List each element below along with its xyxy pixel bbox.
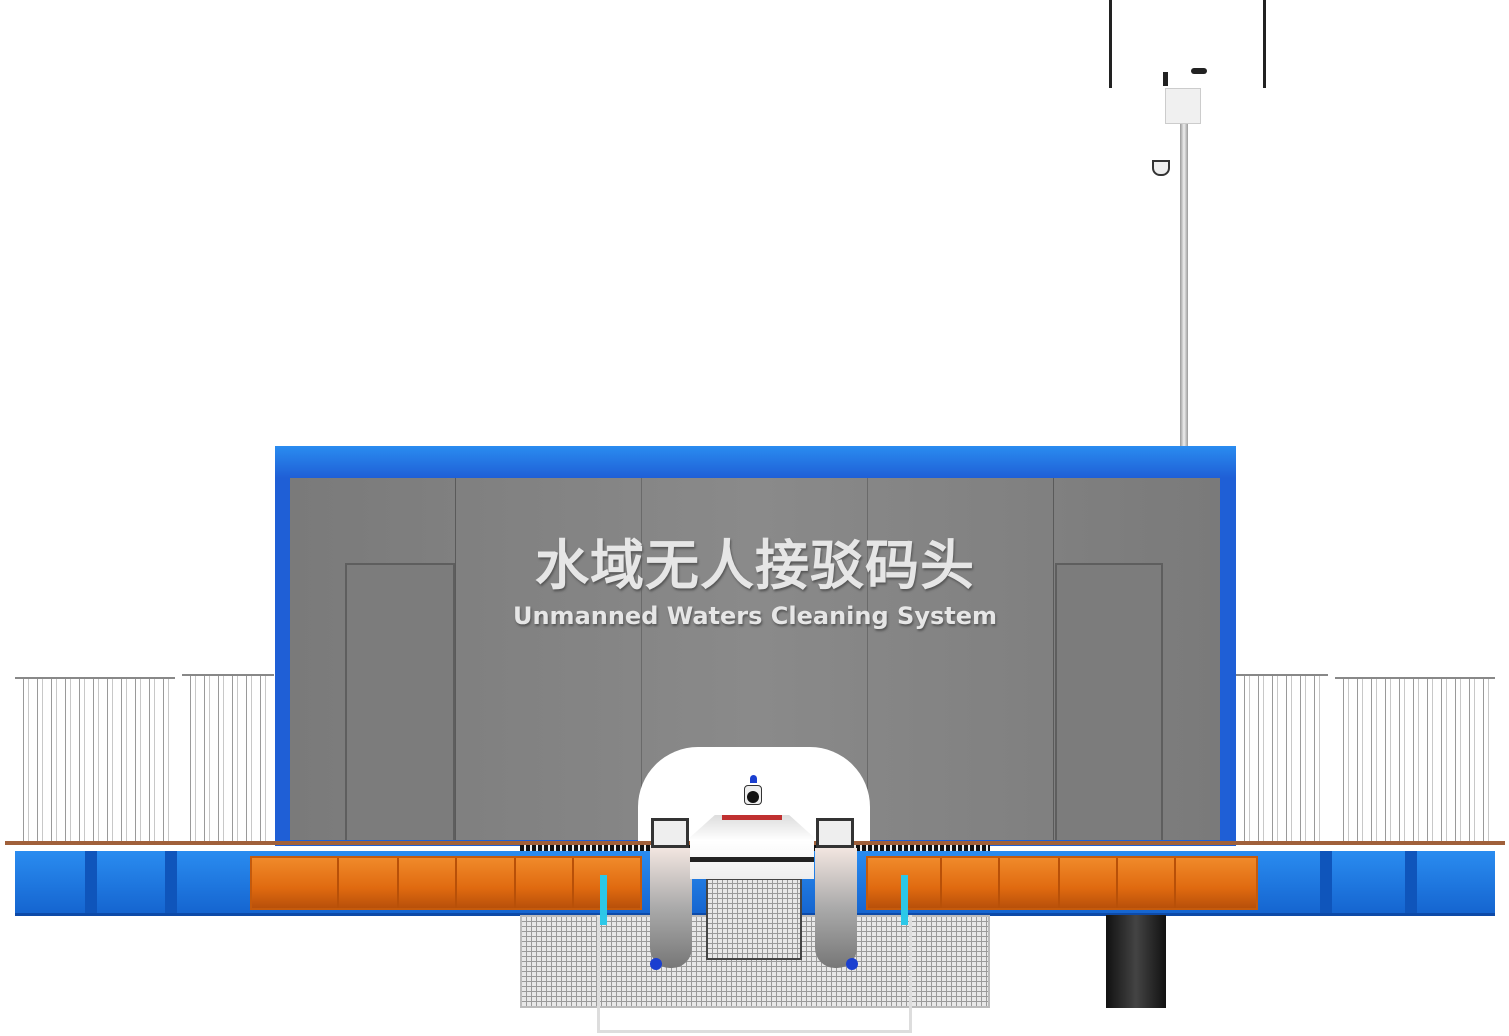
door-left[interactable] xyxy=(345,563,455,840)
pontoon-joint xyxy=(165,851,177,913)
support-pillar xyxy=(1106,915,1166,1008)
sign-title-cn: 水域无人接驳码头 xyxy=(535,534,975,597)
post-right xyxy=(901,875,908,925)
boat-stripe xyxy=(690,857,814,862)
propeller-right-icon xyxy=(846,958,858,970)
boat-cabin xyxy=(690,815,814,879)
boat-camera-icon xyxy=(744,785,762,805)
hoist-frame-left xyxy=(651,818,689,848)
boat-light-bar xyxy=(722,815,782,820)
camera-icon xyxy=(1152,160,1170,176)
roof-band xyxy=(275,446,1236,478)
railing-left-inner xyxy=(182,674,274,842)
hoist-frame-right xyxy=(816,818,854,848)
boat-hull-left xyxy=(650,848,692,968)
boat-collection-basket xyxy=(706,878,802,960)
equipment-box xyxy=(1165,88,1201,124)
wall-panel-divider xyxy=(641,478,642,840)
railing-left-outer xyxy=(15,677,175,842)
cage-frame xyxy=(597,915,912,1033)
railing-right-inner xyxy=(1236,674,1328,842)
sign-title-en: Unmanned Waters Cleaning System xyxy=(512,602,998,630)
float-left xyxy=(250,856,642,910)
wall-panel-divider xyxy=(867,478,868,840)
pontoon-joint xyxy=(1320,851,1332,913)
mast-guide-line-right xyxy=(1263,0,1266,88)
post-left xyxy=(600,875,607,925)
boat-hull-right xyxy=(815,848,857,968)
float-right xyxy=(866,856,1258,910)
railing-right-outer xyxy=(1335,677,1495,842)
wall-panel-divider xyxy=(455,478,456,840)
propeller-left-icon xyxy=(650,958,662,970)
pontoon-joint xyxy=(85,851,97,913)
pontoon-joint xyxy=(1405,851,1417,913)
sensor-icon xyxy=(1191,68,1207,74)
door-right[interactable] xyxy=(1055,563,1163,840)
antenna-icon xyxy=(1163,72,1168,86)
beacon-light-icon xyxy=(750,775,757,783)
building-wall xyxy=(290,478,1220,840)
mast-guide-line-left xyxy=(1109,0,1112,88)
wall-panel-divider xyxy=(1053,478,1054,840)
mast-pole xyxy=(1180,124,1188,447)
